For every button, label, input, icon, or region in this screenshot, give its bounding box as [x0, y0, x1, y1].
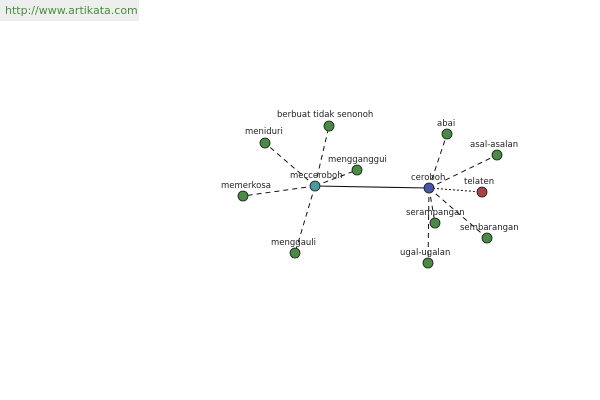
node-label-abai: abai [437, 119, 455, 129]
node-label-meniduri: meniduri [245, 127, 283, 137]
node-circle-meniduri[interactable] [259, 137, 271, 149]
node-circle-berbuat[interactable] [323, 120, 335, 132]
node-mengganggui[interactable]: mengganggui [328, 155, 387, 176]
edge-mecceroboh-memerkosa [242, 185, 316, 197]
node-label-berbuat: berbuat tidak senonoh [277, 110, 373, 120]
url-banner: http://www.artikata.com [0, 0, 139, 21]
edge-mecceroboh-meniduri [264, 142, 316, 187]
node-label-mengganggui: mengganggui [328, 155, 387, 165]
edge-ceroboh-serampangan [428, 187, 436, 224]
node-asalasalan[interactable]: asal-asalan [470, 140, 518, 161]
edge-ceroboh-telaten [428, 187, 483, 193]
edge-ceroboh-sembarangan [428, 187, 488, 239]
node-label-asalasalan: asal-asalan [470, 140, 518, 150]
node-circle-ugalugalan[interactable] [422, 257, 434, 269]
node-menggauli[interactable]: menggauli [271, 238, 316, 259]
edge-mecceroboh-mengganggui [314, 169, 358, 187]
node-ugalugalan[interactable]: ugal-ugalan [400, 248, 450, 269]
node-abai[interactable]: abai [437, 119, 455, 140]
node-sembarangan[interactable]: sembarangan [460, 223, 519, 244]
edge-mecceroboh-berbuat [314, 125, 330, 187]
node-label-ceroboh: ceroboh [411, 173, 445, 183]
node-circle-menggauli[interactable] [289, 247, 301, 259]
node-label-menggauli: menggauli [271, 238, 316, 248]
edge-ceroboh-asalasalan [428, 154, 498, 189]
edge-ceroboh-abai [428, 133, 448, 189]
edge-mecceroboh-menggauli [294, 185, 316, 254]
node-meniduri[interactable]: meniduri [245, 127, 283, 149]
edge-mecceroboh-ceroboh [314, 185, 430, 189]
node-circle-abai[interactable] [441, 128, 453, 140]
node-circle-memerkosa[interactable] [237, 190, 249, 202]
node-circle-mecceroboh[interactable] [309, 180, 321, 192]
node-circle-telaten[interactable] [476, 186, 488, 198]
node-label-mecceroboh: mecceroboh [290, 171, 343, 181]
node-label-ugalugalan: ugal-ugalan [400, 248, 450, 258]
node-telaten[interactable]: telaten [464, 177, 494, 198]
node-label-sembarangan: sembarangan [460, 223, 519, 233]
node-serampangan[interactable]: serampangan [406, 208, 465, 229]
node-label-telaten: telaten [464, 177, 494, 187]
node-ceroboh[interactable]: ceroboh [411, 173, 445, 194]
node-mecceroboh[interactable]: mecceroboh [290, 171, 343, 192]
node-memerkosa[interactable]: memerkosa [221, 181, 271, 202]
node-circle-sembarangan[interactable] [481, 232, 493, 244]
node-circle-mengganggui[interactable] [351, 164, 363, 176]
edge-ceroboh-ugalugalan [427, 187, 430, 264]
node-circle-serampangan[interactable] [429, 217, 441, 229]
node-berbuat[interactable]: berbuat tidak senonoh [277, 110, 373, 132]
site-url-link[interactable]: http://www.artikata.com [5, 4, 138, 17]
node-circle-asalasalan[interactable] [491, 149, 503, 161]
node-circle-ceroboh[interactable] [423, 182, 435, 194]
node-label-serampangan: serampangan [406, 208, 465, 218]
node-label-memerkosa: memerkosa [221, 181, 271, 191]
